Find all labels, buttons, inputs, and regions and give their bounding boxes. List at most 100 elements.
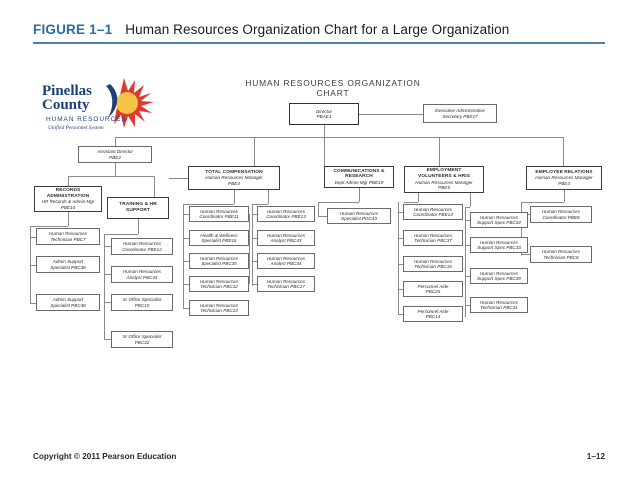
division-head-employment-volunteers-hris[interactable]: EMPLOYMENT VOLUNTEERS & HRIS Human Resou…	[404, 166, 484, 193]
copyright-text: Copyright © 2011 Pearson Education	[33, 452, 177, 461]
leaf-totalcomp-b3[interactable]: Human Resources Analyst PBC34	[257, 253, 315, 269]
leaf-employment-b4[interactable]: Human Resources Technician PBC31	[470, 297, 528, 313]
leaf-training-3[interactable]: Sr Office Specialist PBC10	[111, 294, 173, 311]
connector-er-spine	[521, 202, 522, 254]
leaf-records-2[interactable]: Admin Support Specialist PBC38	[36, 256, 100, 273]
connector-emp-b-stub-1	[465, 220, 470, 221]
connector-records-down	[68, 212, 69, 226]
connector-training-stub-1	[104, 246, 111, 247]
box-assistant-director[interactable]: Assistant Director PBE2	[78, 146, 152, 163]
connector-er-down	[564, 190, 565, 202]
figure-label: FIGURE 1–1	[33, 22, 113, 37]
connector-main-bus	[115, 137, 563, 138]
connector-director-secretary	[359, 114, 423, 115]
connector-assistant-records	[68, 176, 69, 186]
connector-tc-a-stub-2	[183, 238, 189, 239]
slide-footer: Copyright © 2011 Pearson Education 1–12	[33, 452, 605, 461]
connector-bus-communications	[254, 137, 255, 166]
division-head-records-administration[interactable]: RECORDS ADMINISTRATION HR Records & Admi…	[34, 186, 102, 212]
connector-totalcomp-elbowA	[183, 204, 234, 205]
connector-comm-down	[359, 188, 360, 202]
leaf-totalcomp-b1[interactable]: Human Resources Coordinator PBE13	[257, 206, 315, 222]
exec-secretary-title: Executive Administrative	[435, 108, 485, 114]
leaf-records-3[interactable]: Admin Support Specialist PBC48	[36, 294, 100, 311]
connector-assistant-training	[154, 176, 155, 197]
connector-emp-a-stub-5	[398, 314, 403, 315]
leaf-totalcomp-a3[interactable]: Human Resources Specialist PBC35	[189, 253, 249, 269]
connector-totalcomp-spineB	[252, 204, 253, 286]
leaf-totalcomp-b4[interactable]: Human Resources Technician PBC17	[257, 276, 315, 292]
connector-training-stub-2	[104, 274, 111, 275]
leaf-totalcomp-a5[interactable]: Human Resources Technician PBC13	[189, 300, 249, 316]
connector-tc-a-right-rail	[249, 214, 250, 284]
connector-bus-employment	[439, 137, 440, 166]
connector-totalcomp-elbowB	[252, 204, 268, 205]
connector-records-spine	[30, 226, 31, 303]
connector-emp-down-left	[418, 193, 419, 202]
leaf-employment-a5[interactable]: Personnel Aide PBC14	[403, 306, 463, 322]
leaf-training-4[interactable]: Sr Office Specialist PBC32	[111, 331, 173, 348]
connector-training-stub-4	[104, 339, 111, 340]
leaf-training-1[interactable]: Human Resources Coordinator PBE12	[111, 238, 173, 255]
leaf-totalcomp-a1[interactable]: Human Resources Coordinator PBE11	[189, 206, 249, 222]
connector-totalcomp-down-left	[234, 190, 235, 204]
leaf-totalcomp-a4[interactable]: Human Resources Technician PBC12	[189, 276, 249, 292]
assistant-director-title: Assistant Director	[97, 149, 133, 155]
svg-text:Pinellas: Pinellas	[42, 83, 92, 99]
connector-assistant-down	[115, 163, 116, 176]
connector-tc-b-stub-3	[252, 261, 257, 262]
connector-tc-b-stub-1	[252, 214, 257, 215]
leaf-communications-1[interactable]: Human Resources Specialist PDC43	[327, 208, 391, 224]
leaf-employment-b1[interactable]: Human Resources Support Spec PBC34	[470, 212, 528, 228]
connector-comm-spine	[318, 202, 319, 216]
connector-emp-a-stub-1	[398, 212, 403, 213]
svg-text:HUMAN RESOURCES: HUMAN RESOURCES	[46, 116, 127, 123]
director-code: PBAE1	[316, 114, 332, 119]
connector-training-elbow	[104, 234, 138, 235]
exec-secretary-code: Secretary PBE17	[442, 113, 478, 119]
svg-text:County: County	[42, 97, 90, 113]
connector-totalcomp-down-right	[268, 190, 269, 204]
connector-er-elbow	[521, 202, 564, 203]
assistant-director-code: PBE2	[109, 154, 121, 160]
connector-emp-spineA	[398, 202, 399, 314]
pinellas-county-logo: Pinellas County HUMAN RESOURCES Unified …	[36, 74, 154, 146]
division-head-communications-research[interactable]: COMMUNICATIONS & RESEARCH Dept Admin Mgr…	[324, 166, 394, 188]
connector-tc-a-stub-1	[183, 214, 189, 215]
leaf-totalcomp-a2[interactable]: Health & Wellness Specialist PBE16	[189, 230, 249, 246]
connector-training-spine	[104, 234, 105, 339]
connector-tc-a-stub-4	[183, 284, 189, 285]
leaf-totalcomp-b2[interactable]: Human Resources Analyst PBC43	[257, 230, 315, 246]
connector-bus-assistant	[115, 137, 116, 146]
box-director[interactable]: Director PBAE1	[289, 103, 359, 125]
leaf-employment-a2[interactable]: Human Resources Technician PBC37	[403, 230, 463, 246]
connector-emp-a-stub-4	[398, 289, 403, 290]
leaf-employment-a1[interactable]: Human Resources Coordinator PBE14	[403, 204, 463, 220]
connector-training-stub-3	[104, 302, 111, 303]
leaf-employee-relations-1[interactable]: Human Resources Coordinator PBE8	[530, 206, 592, 223]
leaf-employment-b2[interactable]: Human Resources Support Spec PBC33	[470, 237, 528, 253]
division-head-training-hr-support[interactable]: TRAINING & HR SUPPORT	[107, 197, 169, 219]
logo-wordmark: Pinellas County HUMAN RESOURCES Unified …	[42, 83, 127, 131]
connector-emp-a-stub-2	[398, 238, 403, 239]
connector-bus-total-comp	[324, 137, 325, 166]
connector-tc-a-stub-5	[183, 308, 189, 309]
leaf-employment-b3[interactable]: Human Resources Support Spec PBC39	[470, 268, 528, 284]
leaf-employee-relations-2[interactable]: Human Resources Technician PBC8	[530, 246, 592, 263]
division-head-employee-relations[interactable]: EMPLOYEE RELATIONS Human Resources Manag…	[526, 166, 602, 190]
box-executive-secretary[interactable]: Executive Administrative Secretary PBE17	[423, 104, 497, 123]
division-head-total-compensation[interactable]: TOTAL COMPENSATION Human Resources Manag…	[188, 166, 280, 190]
connector-emp-a-stub-3	[398, 264, 403, 265]
connector-comm-stub-1	[318, 216, 327, 217]
connector-records-stub-3	[30, 303, 36, 304]
leaf-employment-a3[interactable]: Human Resources Technician PBC16	[403, 256, 463, 272]
figure-header: FIGURE 1–1 Human Resources Organization …	[33, 22, 605, 44]
connector-totalcomp-spineA	[183, 204, 184, 308]
leaf-training-2[interactable]: Human Resources Analyst PBC44	[111, 266, 173, 283]
connector-assistant-bus	[68, 176, 154, 177]
connector-records-elbow	[30, 226, 68, 227]
page-number: 1–12	[586, 452, 605, 461]
leaf-records-1[interactable]: Human Resources Technician PBC7	[36, 228, 100, 245]
leaf-employment-a4[interactable]: Personnel Aide PBC25	[403, 281, 463, 297]
